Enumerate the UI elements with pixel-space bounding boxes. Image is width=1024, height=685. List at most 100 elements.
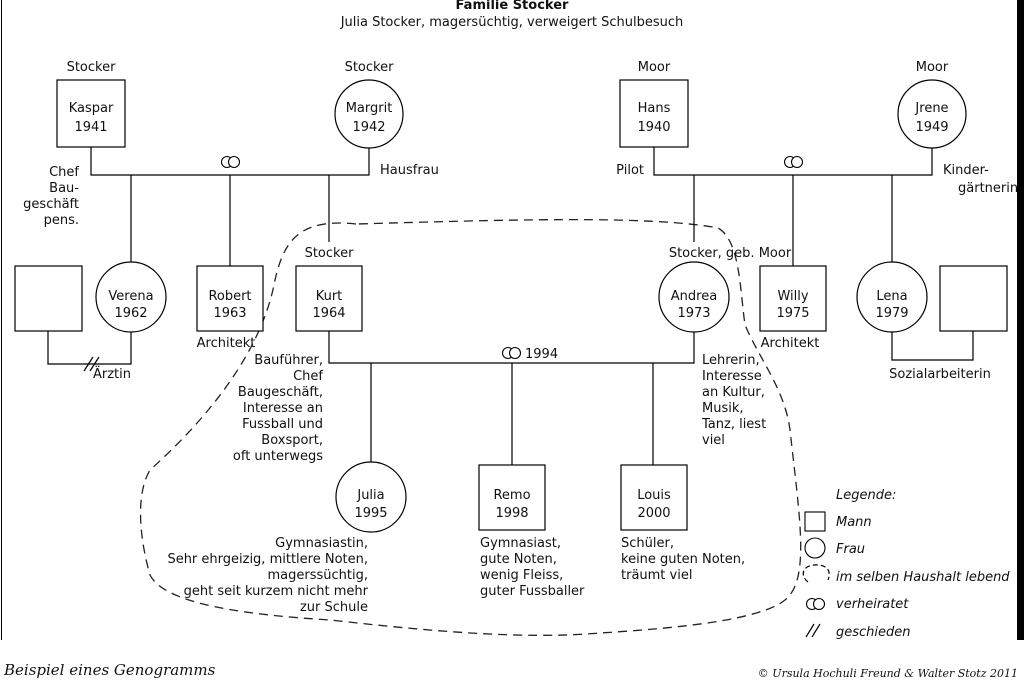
- lena-name: Lena: [876, 289, 907, 304]
- legend: Legende: Mann Frau im selben Haushalt le…: [802, 488, 1010, 640]
- robert-year: 1963: [213, 306, 246, 321]
- julia-note-2: Sehr ehrgeizig, mittlere Noten,: [167, 552, 368, 567]
- diagram-subtitle: Julia Stocker, magersüchtig, verweigert …: [340, 15, 684, 30]
- willy-name: Willy: [777, 289, 808, 304]
- kurt-male-symbol: [295, 265, 363, 332]
- julia-name: Julia: [356, 488, 384, 503]
- kurt-note-3: Baugeschäft,: [238, 385, 323, 400]
- kaspar-note-1: Chef: [49, 165, 79, 180]
- verena-year: 1962: [114, 306, 147, 321]
- kurt-note-6: Boxsport,: [261, 433, 323, 448]
- julia-note-4: geht seit kurzem nicht mehr: [184, 584, 369, 599]
- jrene-note-2: gärtnerin: [958, 181, 1018, 196]
- margrit-year: 1942: [352, 120, 385, 135]
- kurt-year: 1964: [312, 306, 345, 321]
- jrene-note-1: Kinder-: [943, 163, 989, 178]
- kaspar-note-2: Bau-: [49, 181, 79, 196]
- andrea-year: 1973: [677, 306, 710, 321]
- remo-male-symbol: [478, 464, 546, 531]
- andrea-note-2: Interesse: [702, 369, 762, 384]
- kaspar-surname: Stocker: [67, 60, 117, 75]
- kurt-note-5: Fussball und: [242, 417, 323, 432]
- legend-item-household: im selben Haushalt lebend: [836, 570, 1010, 585]
- kurt-surname: Stocker: [305, 246, 355, 261]
- andrea-note-5: Tanz, liest: [701, 417, 766, 432]
- married-symbol-kurt-andrea: [501, 346, 522, 360]
- divorced-symbol-verena: [83, 356, 100, 372]
- andrea-surname: Stocker, geb. Moor: [669, 246, 792, 261]
- legend-female-icon: [804, 537, 826, 559]
- marriage-line-kurt-andrea: [328, 331, 695, 465]
- legend-item-divorced: geschieden: [836, 625, 911, 640]
- marriage-line-moor: [653, 147, 933, 266]
- frame-right: [1017, 0, 1024, 640]
- margrit-note: Hausfrau: [380, 163, 439, 178]
- louis-note-1: Schüler,: [621, 536, 674, 551]
- kaspar-year: 1941: [74, 120, 107, 135]
- lena-partner-line: [891, 331, 974, 361]
- remo-note-1: Gymnasiast,: [480, 536, 561, 551]
- julia-female-symbol: [335, 461, 407, 533]
- margrit-surname: Stocker: [345, 60, 395, 75]
- legend-divorced-icon: [805, 623, 821, 638]
- marriage-year: 1994: [525, 347, 558, 362]
- legend-married-icon: [805, 597, 826, 611]
- kurt-note-1: Bauführer,: [254, 353, 323, 368]
- julia-note-5: zur Schule: [300, 600, 368, 615]
- diagram-title: Familie Stocker: [456, 0, 569, 13]
- verena-note: Ärztin: [93, 366, 131, 382]
- julia-note-3: magerssüchtig,: [268, 568, 369, 583]
- julia-year: 1995: [354, 506, 387, 521]
- remo-name: Remo: [493, 488, 530, 503]
- louis-male-symbol: [620, 464, 688, 531]
- andrea-note-3: an Kultur,: [702, 385, 765, 400]
- legend-male-icon: [804, 511, 826, 532]
- lena-year: 1979: [875, 306, 908, 321]
- kurt-name: Kurt: [316, 289, 343, 304]
- andrea-note-1: Lehrerin,: [702, 353, 760, 368]
- legend-item-female: Frau: [836, 542, 865, 557]
- hans-surname: Moor: [638, 60, 671, 75]
- legend-household-icon: [802, 564, 830, 583]
- remo-note-2: gute Noten,: [480, 552, 557, 567]
- verena-divorced-line: [47, 331, 132, 365]
- kaspar-name: Kaspar: [69, 101, 114, 116]
- kurt-note-4: Interesse an: [243, 401, 323, 416]
- kurt-note-2: Chef: [293, 369, 323, 384]
- jrene-year: 1949: [915, 120, 948, 135]
- remo-note-4: guter Fussballer: [480, 584, 585, 599]
- kaspar-note-4: pens.: [44, 213, 79, 228]
- footer-copyright: © Ursula Hochuli Freund & Walter Stotz 2…: [758, 667, 1018, 680]
- jrene-name: Jrene: [914, 101, 948, 116]
- margrit-name: Margrit: [346, 101, 393, 116]
- andrea-name: Andrea: [671, 289, 717, 304]
- jrene-surname: Moor: [916, 60, 949, 75]
- verena-name: Verena: [108, 289, 153, 304]
- louis-name: Louis: [637, 488, 671, 503]
- lena-note: Sozialarbeiterin: [889, 367, 991, 382]
- louis-note-2: keine guten Noten,: [621, 552, 745, 567]
- willy-year: 1975: [776, 306, 809, 321]
- louis-note-3: träumt viel: [621, 568, 692, 583]
- kaspar-note-3: geschäft: [23, 197, 79, 212]
- robert-name: Robert: [208, 289, 251, 304]
- married-symbol-moor: [783, 155, 804, 169]
- legend-title: Legende:: [836, 488, 896, 503]
- hans-name: Hans: [638, 101, 671, 116]
- louis-year: 2000: [637, 506, 670, 521]
- willy-note: Architekt: [761, 336, 820, 351]
- hans-year: 1940: [637, 120, 670, 135]
- andrea-note-4: Musik,: [702, 401, 744, 416]
- julia-note-1: Gymnasiastin,: [275, 536, 368, 551]
- robert-male-symbol: [196, 265, 264, 332]
- hans-note: Pilot: [616, 163, 644, 178]
- footer-caption: Beispiel eines Genogramms: [3, 661, 216, 679]
- verena-partner-male-symbol: [14, 265, 83, 332]
- willy-male-symbol: [759, 265, 827, 332]
- legend-item-married: verheiratet: [836, 597, 909, 612]
- robert-note: Architekt: [197, 336, 256, 351]
- remo-year: 1998: [495, 506, 528, 521]
- remo-note-3: wenig Fleiss,: [480, 568, 563, 583]
- legend-item-male: Mann: [836, 515, 872, 530]
- married-symbol-stocker: [220, 155, 241, 169]
